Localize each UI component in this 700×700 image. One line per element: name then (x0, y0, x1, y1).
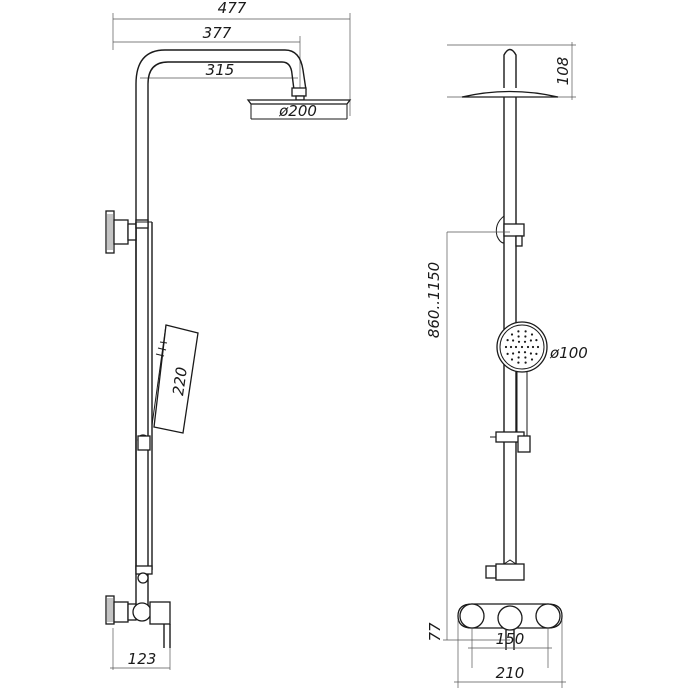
overhead-head-side: ø200 (246, 99, 352, 120)
nozzle-dot (523, 340, 527, 343)
label-head-height: 108 (554, 57, 572, 86)
nozzle-dot (509, 345, 513, 349)
dim-arm-inner: 315 (140, 61, 298, 79)
nozzle-dot (517, 330, 520, 333)
hand-shower-side: 220 (151, 324, 199, 434)
nozzle-dot (526, 345, 530, 349)
hand-shower-nozzles (504, 330, 540, 364)
label-outer-spacing: 210 (496, 664, 525, 682)
nozzle-dot (511, 352, 515, 355)
column-pipe (135, 84, 149, 610)
upper-wall-bracket (105, 210, 149, 254)
nozzle-dot (531, 345, 535, 349)
label-hand-diameter: ø100 (549, 344, 588, 362)
nozzle-dot (514, 345, 518, 349)
label-arm-width: 377 (203, 24, 232, 42)
label-inner-spacing: 150 (496, 630, 525, 648)
nozzle-dot (535, 339, 538, 342)
shower-arm (135, 49, 307, 91)
nozzle-dot (517, 335, 520, 338)
nozzle-dot (530, 333, 534, 336)
nozzle-dot (517, 361, 520, 364)
nozzle-dot (510, 333, 514, 336)
mixer-side (105, 595, 171, 648)
nozzle-dot (510, 358, 514, 361)
front-view: 108 860..1150 (425, 42, 588, 688)
nozzle-dot (517, 340, 521, 343)
dim-outer-spacing: 210 (454, 620, 566, 688)
nozzle-dot (529, 339, 533, 342)
dim-inner-spacing: 150 (468, 628, 552, 668)
nozzle-dot (524, 335, 527, 338)
label-head-diameter: ø200 (278, 102, 317, 120)
hand-shower-front: ø100 (496, 321, 588, 440)
nozzle-dot (511, 339, 515, 342)
slide-rail (135, 221, 153, 570)
side-view: 477 377 315 (105, 0, 352, 670)
dim-wall-offset: 123 (110, 628, 171, 670)
dim-mixer-height: 77 (426, 622, 510, 642)
label-mixer-height: 77 (426, 622, 444, 642)
label-hand-length: 220 (169, 366, 191, 397)
nozzle-dot (523, 351, 527, 354)
dim-total-width: 477 (112, 0, 351, 116)
nozzle-dot (504, 345, 508, 349)
nozzle-dot (517, 356, 520, 359)
nozzle-dot (530, 358, 534, 361)
rail-bottom-cap (135, 565, 153, 584)
hand-holder-side (137, 434, 151, 451)
nozzle-dot (529, 352, 533, 355)
nozzle-dot (517, 351, 521, 354)
nozzle-dot (524, 356, 527, 359)
label-wall-offset: 123 (128, 650, 157, 668)
upper-bracket-front (495, 215, 525, 247)
label-total-width: 477 (218, 0, 247, 17)
nozzle-dot (524, 361, 527, 364)
dim-arm-width: 377 (113, 24, 301, 90)
label-height-range: 860..1150 (425, 262, 443, 338)
dim-height-range: 860..1150 (425, 231, 510, 640)
overhead-head-front (461, 48, 559, 98)
label-arm-inner: 315 (206, 61, 235, 79)
nozzle-dot (506, 339, 509, 342)
head-fitting (291, 87, 307, 101)
hand-holder-front (490, 431, 531, 453)
diverter-front (485, 559, 525, 581)
nozzle-dot (524, 330, 527, 333)
nozzle-dot (506, 352, 509, 355)
nozzle-dot (520, 345, 524, 349)
nozzle-dot (536, 345, 540, 349)
nozzle-dot (535, 352, 538, 355)
